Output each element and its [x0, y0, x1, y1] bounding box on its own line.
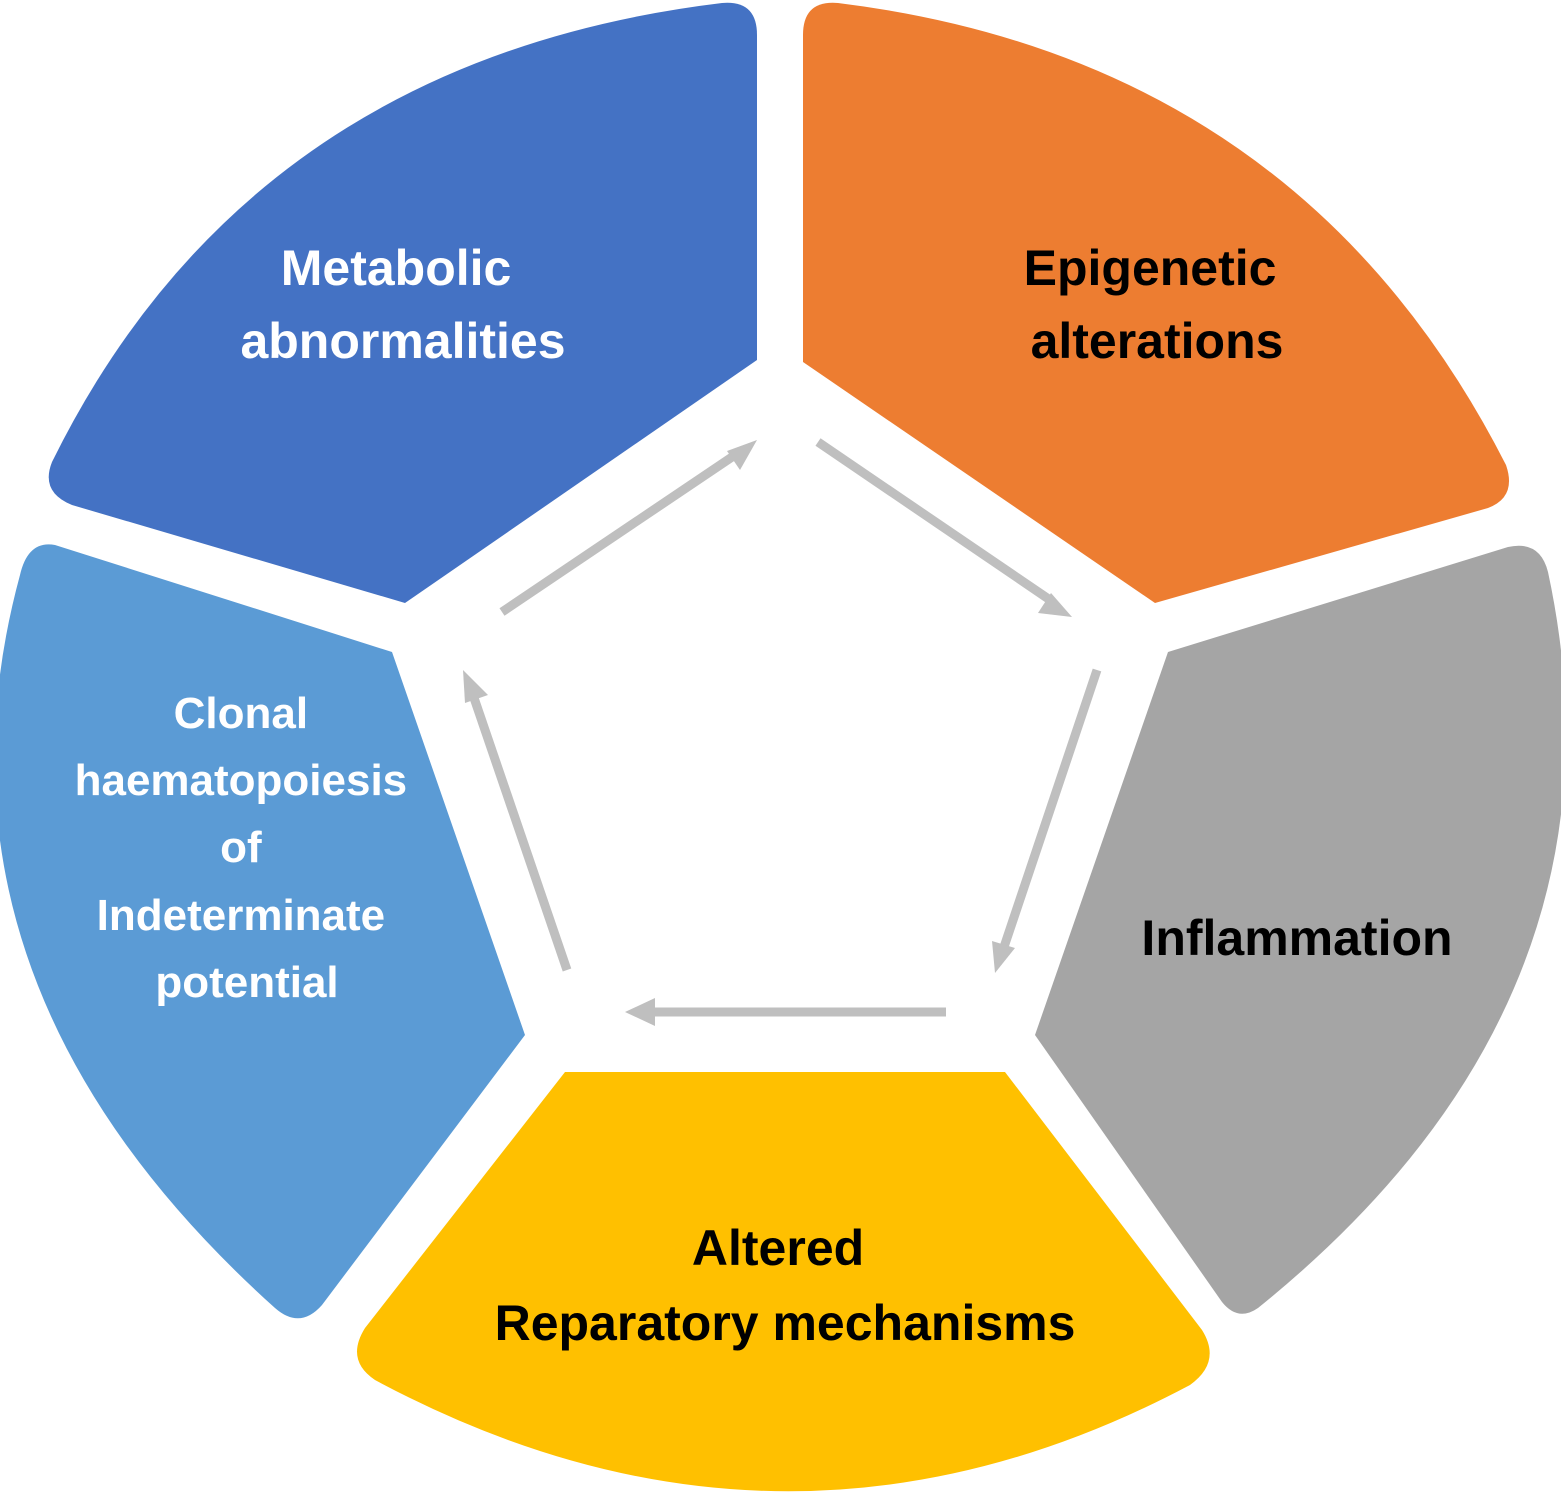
segment-epigenetic-label: Epigenetic alterations	[1024, 240, 1291, 369]
segment-reparatory-shape	[357, 1072, 1210, 1492]
label-line: haematopoiesis	[75, 756, 408, 805]
segment-inflammation-label: Inflammation	[1141, 910, 1452, 966]
segment-metabolic-label: Metabolic abnormalities	[240, 240, 565, 369]
arrow-shaft	[499, 451, 738, 616]
arrow-head-icon	[625, 998, 655, 1026]
label-line: Indeterminate	[97, 891, 386, 940]
arrow-head-icon	[463, 670, 488, 703]
segment-inflammation-shape	[1035, 545, 1561, 1314]
arrow-shaft	[467, 690, 572, 972]
label-line: Altered	[692, 1220, 864, 1276]
arrow-shaft	[815, 438, 1056, 606]
segment-metabolic-shape	[48, 2, 757, 603]
arrow-reparatory-to-chip	[463, 670, 572, 972]
label-line: of	[220, 823, 262, 872]
segment-reparatory: Altered Reparatory mechanisms	[357, 1072, 1210, 1492]
segment-epigenetic: Epigenetic alterations	[803, 2, 1510, 603]
arrow-head-icon	[1038, 593, 1072, 617]
arrow-inflammation-to-reparatory	[625, 998, 946, 1026]
arrow-chip-to-metabolic	[499, 440, 757, 616]
segment-inflammation: Inflammation	[1035, 545, 1561, 1314]
label-line: Epigenetic	[1024, 240, 1277, 296]
label-line: Inflammation	[1141, 910, 1452, 966]
segment-reparatory-label: Altered Reparatory mechanisms	[495, 1220, 1076, 1351]
label-line: alterations	[1031, 313, 1284, 369]
label-line: abnormalities	[240, 313, 565, 369]
arrow-head-icon	[727, 440, 757, 470]
arrow-shaft	[998, 668, 1102, 952]
arrow-head-icon	[992, 941, 1015, 973]
label-line: Reparatory mechanisms	[495, 1295, 1076, 1351]
label-line: Metabolic	[281, 240, 512, 296]
label-line: Clonal	[174, 689, 308, 738]
segment-chip-shape	[0, 544, 525, 1319]
segment-epigenetic-shape	[803, 2, 1510, 603]
arrow-metabolic-to-epigenetic	[815, 438, 1072, 617]
label-line: potential	[155, 958, 338, 1007]
segment-metabolic: Metabolic abnormalities	[48, 2, 757, 603]
segment-chip: Clonal haematopoiesis of Indeterminate p…	[0, 544, 525, 1319]
arrow-epigenetic-to-inflammation	[992, 668, 1102, 973]
segment-chip-label: Clonal haematopoiesis of Indeterminate p…	[75, 689, 420, 1007]
